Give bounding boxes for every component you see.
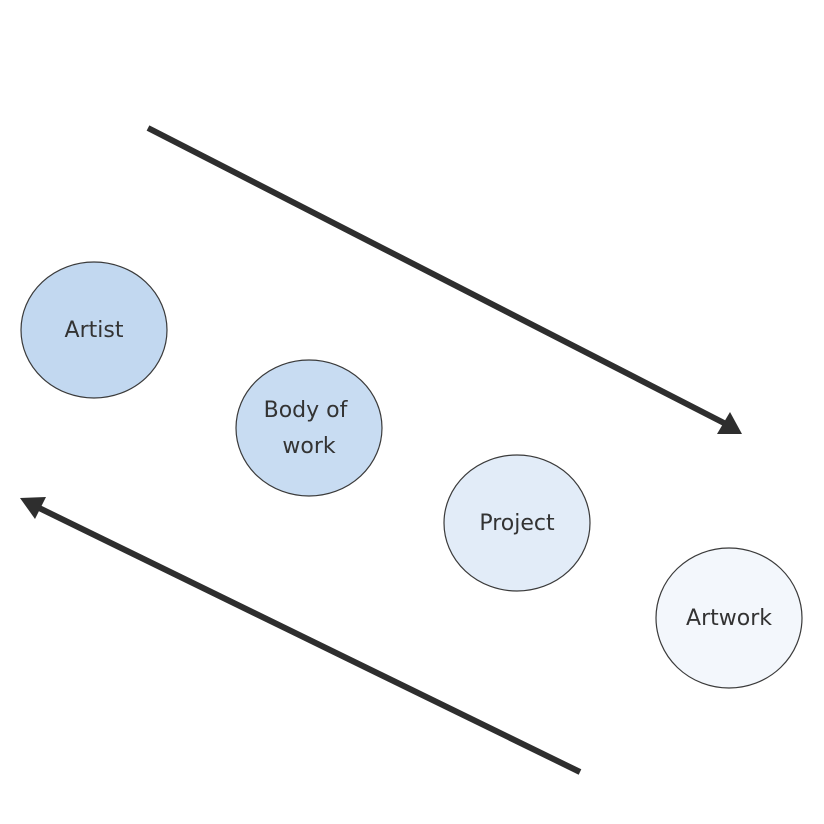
upward-arrow-head bbox=[20, 497, 46, 519]
downward-arrow-shaft bbox=[146, 125, 726, 426]
project-label: Project bbox=[479, 511, 555, 536]
upward-arrow bbox=[20, 497, 582, 775]
body-of-work-label-line-2: work bbox=[282, 434, 335, 459]
node-project[interactable]: Project bbox=[443, 454, 591, 592]
body-of-work-label: Body of work bbox=[264, 398, 355, 459]
artwork-label-line-1: Artwork bbox=[686, 606, 772, 631]
node-artwork[interactable]: Artwork bbox=[655, 547, 803, 689]
downward-arrow bbox=[146, 125, 742, 434]
node-body-of-work[interactable]: Body of work bbox=[235, 359, 383, 497]
artist-circle bbox=[20, 261, 168, 399]
artist-label: Artist bbox=[65, 318, 124, 343]
body-of-work-circle bbox=[235, 359, 383, 497]
artwork-circle bbox=[655, 547, 803, 689]
node-artist[interactable]: Artist bbox=[20, 261, 168, 399]
project-circle bbox=[443, 454, 591, 592]
body-of-work-label-line-1: Body of bbox=[264, 398, 349, 423]
downward-arrow-head bbox=[717, 412, 742, 434]
artist-label-line-1: Artist bbox=[65, 318, 124, 343]
project-label-line-1: Project bbox=[479, 511, 555, 536]
artwork-label: Artwork bbox=[686, 606, 772, 631]
upward-arrow-shaft bbox=[31, 502, 582, 775]
